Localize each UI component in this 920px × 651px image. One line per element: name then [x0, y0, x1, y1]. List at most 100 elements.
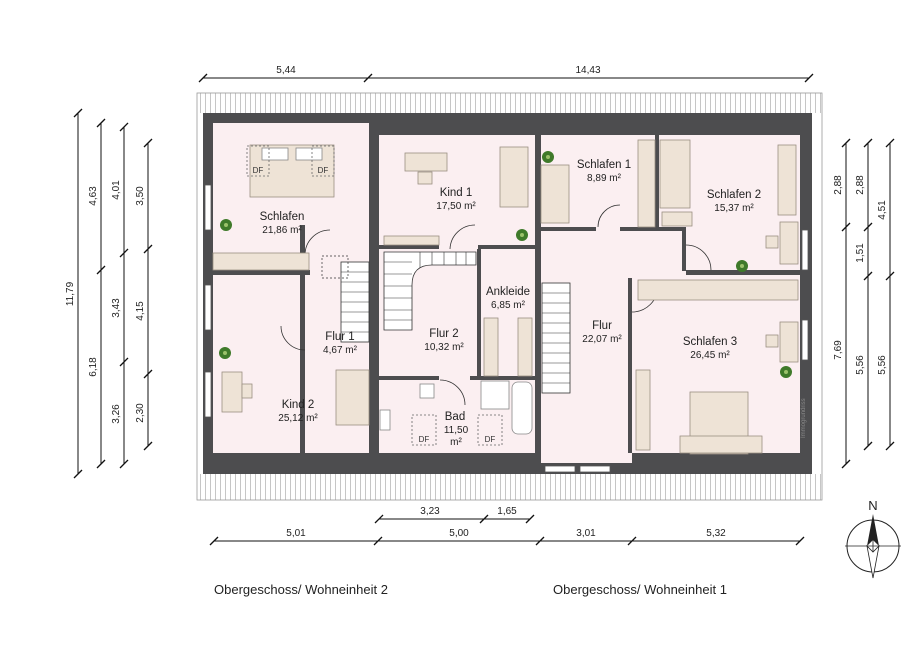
svg-text:3,23: 3,23 — [420, 506, 440, 517]
window — [801, 229, 809, 271]
wall-bad-top-right — [470, 376, 535, 380]
shelf-schlafen3 — [635, 369, 651, 451]
room-name: Schlafen 3 — [683, 336, 737, 348]
svg-text:5,56: 5,56 — [855, 355, 866, 375]
room-area: 17,50 m² — [436, 201, 476, 212]
dimension-right-2: 2,88 1,51 5,56 — [855, 138, 873, 451]
plant-icon — [219, 347, 231, 359]
room-area: 6,85 m² — [491, 300, 526, 311]
plant-icon — [736, 260, 748, 272]
skylight-label: DF — [485, 435, 496, 444]
dimension-right-1: 2,88 7,69 — [833, 138, 851, 469]
desk-kind1 — [404, 152, 448, 172]
room-name: Flur 2 — [429, 328, 458, 340]
wall-kind1-bottom — [379, 245, 439, 249]
svg-text:5,44: 5,44 — [276, 65, 296, 76]
bathtub — [511, 381, 533, 435]
room-name: Schlafen — [260, 211, 305, 223]
roof-bottom — [197, 474, 822, 500]
door-swing — [439, 379, 466, 406]
skylight-label: DF — [318, 166, 329, 175]
stair-middle — [383, 251, 477, 331]
dimension-left-3: 4,01 3,43 3,26 — [111, 122, 129, 469]
room-name: Flur 1 — [325, 331, 354, 343]
caption-right: Obergeschoss/ Wohneinheit 1 — [553, 582, 727, 597]
desk-kind2 — [221, 371, 243, 413]
svg-text:6,18: 6,18 — [88, 357, 99, 377]
window — [204, 371, 212, 418]
wall-ankleide-top — [478, 245, 535, 249]
svg-text:4,63: 4,63 — [88, 186, 99, 206]
bed-schlafen1 — [540, 164, 570, 224]
room-area: 8,89 m² — [587, 173, 622, 184]
room-area: 21,86 m² — [262, 225, 302, 236]
dimension-top: 5,44 14,43 — [198, 65, 814, 83]
window — [579, 465, 611, 473]
door-swing — [304, 229, 331, 256]
room-name: Schlafen 2 — [707, 189, 761, 201]
room-name: Schlafen 1 — [577, 159, 631, 171]
wall-schlafen1-bottom — [541, 227, 596, 231]
bed-kind1 — [499, 146, 529, 208]
room-name: Flur — [592, 320, 612, 332]
svg-text:2,30: 2,30 — [135, 403, 146, 423]
dimension-right-3: 4,51 5,56 — [877, 138, 895, 451]
bed-schlafen — [249, 144, 335, 198]
wardrobe-schlafen1 — [637, 139, 656, 228]
room-area: 10,32 m² — [424, 342, 464, 353]
wall-ankleide-left — [477, 249, 481, 379]
skylight-label: DF — [419, 435, 430, 444]
room-area: 15,37 m² — [714, 203, 754, 214]
room-name: Kind 1 — [440, 187, 473, 199]
svg-text:5,56: 5,56 — [877, 355, 888, 375]
sink — [379, 409, 391, 431]
svg-text:5,01: 5,01 — [286, 528, 306, 539]
room-area: 25,12 m² — [278, 413, 318, 424]
dimension-left-4: 3,50 4,15 2,30 — [135, 138, 153, 451]
roof-top — [197, 93, 822, 113]
chair — [765, 334, 779, 348]
skylight — [246, 145, 270, 177]
wardrobe-ankleide — [517, 317, 533, 377]
svg-text:7,69: 7,69 — [833, 340, 844, 360]
svg-text:14,43: 14,43 — [575, 65, 600, 76]
skylight — [411, 414, 437, 446]
shelf — [383, 235, 440, 246]
stair-east — [541, 282, 571, 394]
svg-text:11,79: 11,79 — [65, 281, 76, 306]
wall-party — [369, 123, 379, 458]
window — [204, 284, 212, 331]
plant-icon — [220, 219, 232, 231]
room-area: 22,07 m² — [582, 334, 622, 345]
caption-left: Obergeschoss/ Wohneinheit 2 — [214, 582, 388, 597]
compass-label: N — [868, 498, 877, 513]
bed-schlafen2 — [659, 139, 691, 209]
svg-text:4,15: 4,15 — [135, 301, 146, 321]
chair — [241, 383, 253, 399]
svg-text:4,51: 4,51 — [877, 200, 888, 220]
wall-center — [535, 127, 541, 467]
toilet — [419, 383, 435, 399]
window — [204, 184, 212, 231]
door-swing — [280, 325, 306, 351]
svg-text:2,88: 2,88 — [855, 175, 866, 195]
plant-icon — [780, 366, 792, 378]
desk-schlafen3 — [779, 321, 799, 363]
wardrobe-schlafen2 — [777, 144, 797, 216]
door-swing — [597, 204, 621, 228]
wardrobe-ankleide — [483, 317, 499, 377]
window — [801, 319, 809, 361]
room-area: 11,50 — [444, 425, 469, 436]
svg-text:1,65: 1,65 — [497, 506, 517, 517]
wall-schlafen1-right — [655, 135, 659, 231]
svg-text:1,51: 1,51 — [855, 243, 866, 263]
rack — [661, 211, 693, 227]
wall-schlafen2-bottom — [686, 270, 800, 275]
plant-icon — [516, 229, 528, 241]
wardrobe — [212, 252, 310, 271]
skylight — [311, 145, 335, 177]
chair — [765, 235, 779, 249]
room-name: Bad — [445, 411, 465, 423]
bed-kind2 — [335, 369, 370, 426]
